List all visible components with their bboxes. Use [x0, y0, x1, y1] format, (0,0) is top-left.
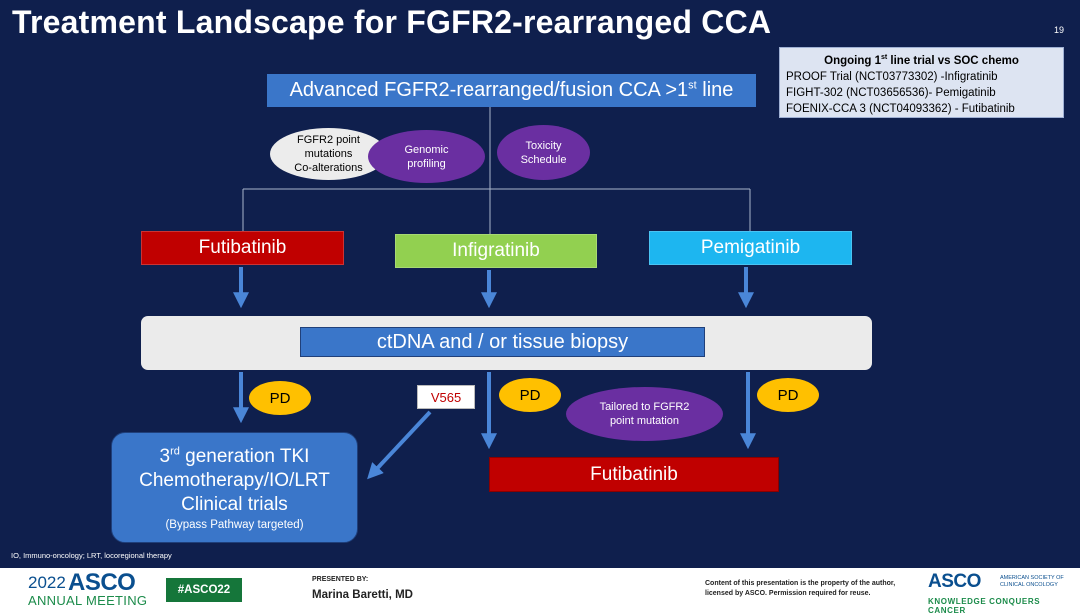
arrow-v565-to-tki — [367, 410, 432, 480]
page-number: 19 — [1054, 25, 1065, 35]
meeting-year: 2022 — [28, 573, 66, 592]
pd-badge: PD — [499, 378, 561, 412]
hashtag-badge: #ASCO22 — [166, 578, 242, 602]
presented-by-label: PRESENTED BY: — [312, 576, 369, 583]
footnote: IO, Immuno-oncology; LRT, locoregional t… — [11, 551, 172, 560]
asco-meeting-logo: ASCO — [68, 569, 136, 596]
pd-badge: PD — [249, 381, 311, 415]
v565-label: V565 — [417, 385, 475, 409]
trial-line: FOENIX-CCA 3 (NCT04093362) - Futibatinib — [786, 103, 1015, 115]
annual-meeting-label: ANNUAL MEETING — [28, 593, 148, 608]
connector-lines — [233, 107, 756, 480]
advanced-cca-box: Advanced FGFR2-rearranged/fusion CCA >1s… — [267, 74, 756, 107]
presenter-name: Marina Baretti, MD — [312, 589, 413, 601]
copyright-notice: Content of this presentation is the prop… — [705, 580, 896, 597]
page-title: Treatment Landscape for FGFR2-rearranged… — [12, 4, 772, 40]
tagline: KNOWLEDGE CONQUERS CANCER — [928, 597, 1041, 615]
trial-line: FIGHT-302 (NCT03656536)- Pemigatinib — [786, 87, 996, 99]
trial-line: PROOF Trial (NCT03773302) -Infigratinib — [786, 71, 998, 83]
pd-badge: PD — [757, 378, 819, 412]
ongoing-trials-box: Ongoing 1st line trial vs SOC chemo PROO… — [779, 47, 1064, 118]
next-line-options-box: 3rd generation TKI Chemotherapy/IO/LRT C… — [111, 432, 358, 543]
slide: Treatment Landscape for FGFR2-rearranged… — [0, 0, 1080, 568]
biopsy-box: ctDNA and / or tissue biopsy — [300, 327, 705, 357]
futibatinib-bottom-box: Futibatinib — [489, 457, 779, 492]
asco-logo: ASCO — [928, 571, 981, 592]
society-name: AMERICAN SOCIETY OF CLINICAL ONCOLOGY — [1000, 575, 1064, 588]
ongoing-trials-heading: Ongoing 1st line trial vs SOC chemo — [824, 54, 1019, 67]
footer: 2022 ASCO ANNUAL MEETING #ASCO22 PRESENT… — [0, 568, 1080, 615]
futibatinib-box: Futibatinib — [141, 231, 344, 265]
infigratinib-box: Infigratinib — [395, 234, 597, 268]
pemigatinib-box: Pemigatinib — [649, 231, 852, 265]
